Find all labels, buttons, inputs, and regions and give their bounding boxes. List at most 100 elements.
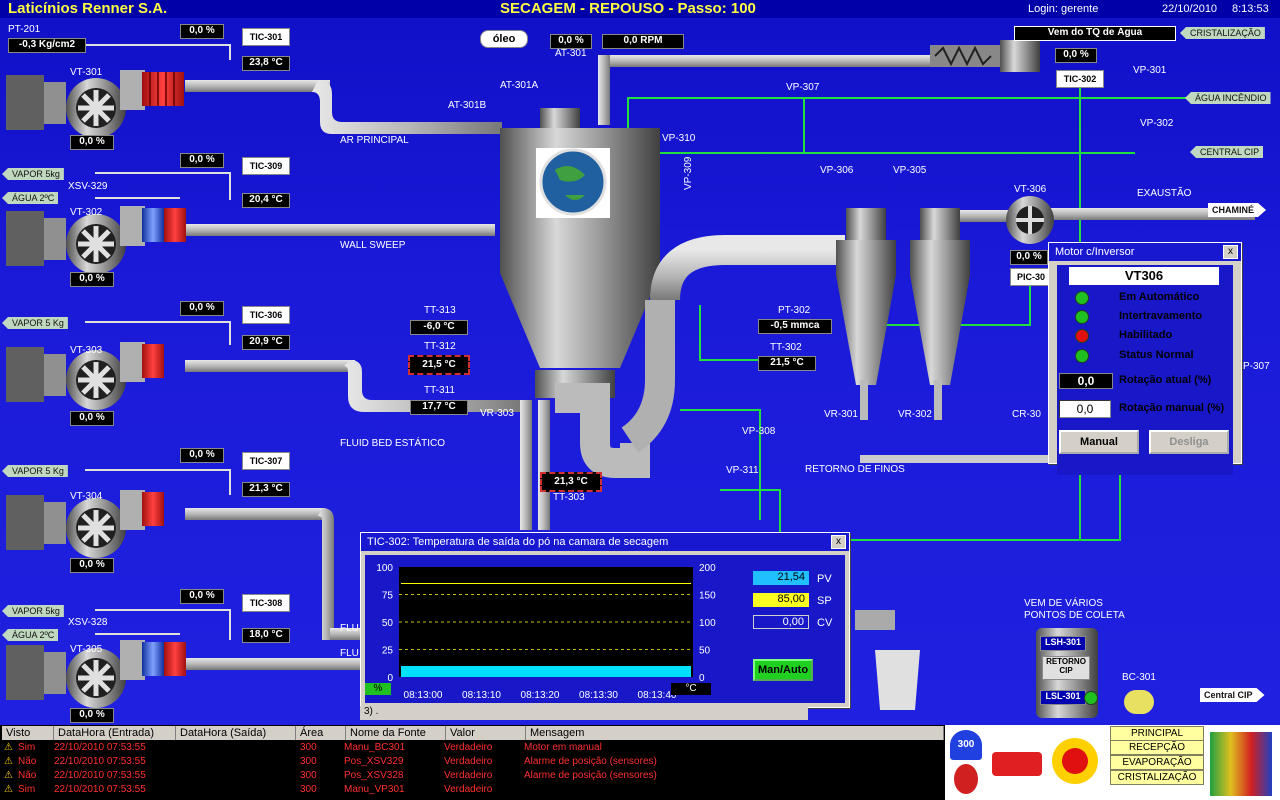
x-tick: 08:13:00 xyxy=(404,690,443,701)
bc301-pump-icon[interactable] xyxy=(1124,690,1154,714)
company-name: Laticínios Renner S.A. xyxy=(8,0,168,17)
col-saida[interactable]: DataHora (Saída) xyxy=(176,726,296,740)
tt311-value[interactable]: 17,7 °C xyxy=(410,400,468,415)
man-auto-button[interactable]: Man/Auto xyxy=(753,659,813,681)
fire-truck-icon[interactable] xyxy=(992,752,1042,776)
valve3-output[interactable]: 0,0 % xyxy=(180,301,224,316)
table-row[interactable]: ⚠ Sim 22/10/2010 07:53:55 300 Manu_BC301… xyxy=(0,742,945,756)
tic302-tag[interactable]: TIC-302 xyxy=(1056,70,1104,88)
pt201-value[interactable]: -0,3 Kg/cm2 xyxy=(8,38,86,53)
area-badge[interactable]: 300 xyxy=(950,730,982,760)
tic307-value[interactable]: 21,3 °C xyxy=(242,482,290,497)
at301-output[interactable]: 0,0 % xyxy=(550,34,592,49)
p307-tag: P-307 xyxy=(1243,361,1270,372)
desliga-button[interactable]: Desliga xyxy=(1149,430,1229,454)
xsv329-tag: XSV-329 xyxy=(68,181,108,192)
col-fonte[interactable]: Nome da Fonte xyxy=(346,726,446,740)
close-icon[interactable]: x xyxy=(831,535,846,549)
nav-evaporacao[interactable]: EVAPORAÇÃO xyxy=(1110,755,1204,770)
manual-button[interactable]: Manual xyxy=(1059,430,1139,454)
valve1-output[interactable]: 0,0 % xyxy=(180,24,224,39)
trend-footer: 3) . xyxy=(360,706,808,720)
vp311-tag: VP-311 xyxy=(726,465,759,476)
status-label-interlock: Intertravamento xyxy=(1119,310,1203,322)
tic309-value[interactable]: 20,4 °C xyxy=(242,193,290,208)
chamine-outlet: CHAMINÉ xyxy=(1208,203,1266,217)
vem-varios-label: VEM DE VÁRIOS xyxy=(1024,598,1103,609)
col-area[interactable]: Área xyxy=(296,726,346,740)
cr301-tag: CR-30 xyxy=(1012,409,1041,420)
tt313-value[interactable]: -6,0 °C xyxy=(410,320,468,335)
cell-valor: Verdadeiro xyxy=(444,770,493,781)
time-label: 8:13:53 xyxy=(1232,3,1269,15)
tic308-tag[interactable]: TIC-308 xyxy=(242,594,290,612)
vt302-value[interactable]: 0,0 % xyxy=(70,272,114,287)
tic306-value[interactable]: 20,9 °C xyxy=(242,335,290,350)
nav-principal[interactable]: PRINCIPAL xyxy=(1110,726,1204,741)
flu-label-1: FLU xyxy=(340,623,359,634)
warning-icon: ⚠ xyxy=(4,742,13,753)
valve2-output[interactable]: 0,0 % xyxy=(180,153,224,168)
tic308-value[interactable]: 18,0 °C xyxy=(242,628,290,643)
x-tick: 08:13:10 xyxy=(462,690,501,701)
cell-area: 300 xyxy=(300,784,317,795)
tt302-value[interactable]: 21,5 °C xyxy=(758,356,816,371)
nav-cristalizacao[interactable]: CRISTALIZAÇÃO xyxy=(1110,770,1204,785)
conveyor-output[interactable]: 0,0 % xyxy=(1055,48,1097,63)
pv-value[interactable]: 21,54 xyxy=(753,571,809,585)
col-mensagem[interactable]: Mensagem xyxy=(526,726,944,740)
tic309-tag[interactable]: TIC-309 xyxy=(242,157,290,175)
vt305-value[interactable]: 0,0 % xyxy=(70,708,114,723)
tt312-value[interactable]: 21,5 °C xyxy=(408,355,470,375)
pt302-value[interactable]: -0,5 mmca xyxy=(758,319,832,334)
motor-dialog-title: Motor c/Inversor xyxy=(1055,246,1135,258)
trend-dialog-titlebar[interactable]: TIC-302: Temperatura de saída do pó na c… xyxy=(361,533,849,551)
tt303-value[interactable]: 21,3 °C xyxy=(540,472,602,492)
at301-speed[interactable]: 0,0 RPM xyxy=(602,34,684,49)
y-tick-left: 100 xyxy=(376,563,393,574)
nav-recepcao[interactable]: RECEPÇÃO xyxy=(1110,740,1204,755)
ar-principal-label: AR PRINCIPAL xyxy=(340,135,409,146)
fire-alarm-icon[interactable] xyxy=(954,764,978,794)
tic307-tag[interactable]: TIC-307 xyxy=(242,452,290,470)
cell-area: 300 xyxy=(300,742,317,753)
pic30-tag[interactable]: PIC-30 xyxy=(1010,268,1052,286)
retorno-cip-tag: RETORNO CIP xyxy=(1042,656,1090,680)
tic301-value[interactable]: 23,8 °C xyxy=(242,56,290,71)
lsh301-tag[interactable]: LSH-301 xyxy=(1040,636,1086,651)
rotation-manual-input[interactable]: 0,0 xyxy=(1059,400,1111,418)
cell-visto: Sim xyxy=(18,784,36,795)
cv-value[interactable]: 0,00 xyxy=(753,615,809,629)
col-valor[interactable]: Valor xyxy=(446,726,526,740)
table-row[interactable]: ⚠ Não 22/10/2010 07:53:55 300 Pos_XSV329… xyxy=(0,756,945,770)
vt303-value[interactable]: 0,0 % xyxy=(70,411,114,426)
x-tick: 08:13:30 xyxy=(579,690,618,701)
rotation-actual-label: Rotação atual (%) xyxy=(1119,374,1212,386)
emergency-stop-icon[interactable] xyxy=(1062,748,1088,774)
lsl301-tag[interactable]: LSL-301 xyxy=(1040,690,1086,705)
exit-door-icon[interactable] xyxy=(1210,732,1272,796)
col-entrada[interactable]: DataHora (Entrada) xyxy=(54,726,176,740)
col-visto[interactable]: Visto xyxy=(2,726,54,740)
table-row[interactable]: ⚠ Não 22/10/2010 07:53:55 300 Pos_XSV328… xyxy=(0,770,945,784)
process-step-title: SECAGEM - REPOUSO - Passo: 100 xyxy=(500,0,756,17)
valve5-output[interactable]: 0,0 % xyxy=(180,589,224,604)
valve4-output[interactable]: 0,0 % xyxy=(180,448,224,463)
vp310-tag: VP-310 xyxy=(662,133,696,144)
y-tick-left: 75 xyxy=(382,591,394,602)
vt306-output[interactable]: 0,0 % xyxy=(1010,250,1048,265)
alarm-table: Visto DataHora (Entrada) DataHora (Saída… xyxy=(0,725,945,800)
vapor-inlet-5: VAPOR 5kg xyxy=(2,605,64,617)
table-row[interactable]: ⚠ Sim 22/10/2010 07:53:55 300 Manu_VP301… xyxy=(0,784,945,798)
cell-fonte: Pos_XSV329 xyxy=(344,756,404,767)
sp-value[interactable]: 85,00 xyxy=(753,593,809,607)
tic301-tag[interactable]: TIC-301 xyxy=(242,28,290,46)
rotation-manual-label: Rotação manual (%) xyxy=(1119,402,1225,414)
vp305-tag: VP-305 xyxy=(893,165,927,176)
tic306-tag[interactable]: TIC-306 xyxy=(242,306,290,324)
vt304-value[interactable]: 0,0 % xyxy=(70,558,114,573)
status-label-auto: Em Automático xyxy=(1119,291,1200,303)
close-icon[interactable]: x xyxy=(1223,245,1238,259)
motor-dialog-titlebar[interactable]: Motor c/Inversor x xyxy=(1049,243,1241,261)
vt301-value[interactable]: 0,0 % xyxy=(70,135,114,150)
